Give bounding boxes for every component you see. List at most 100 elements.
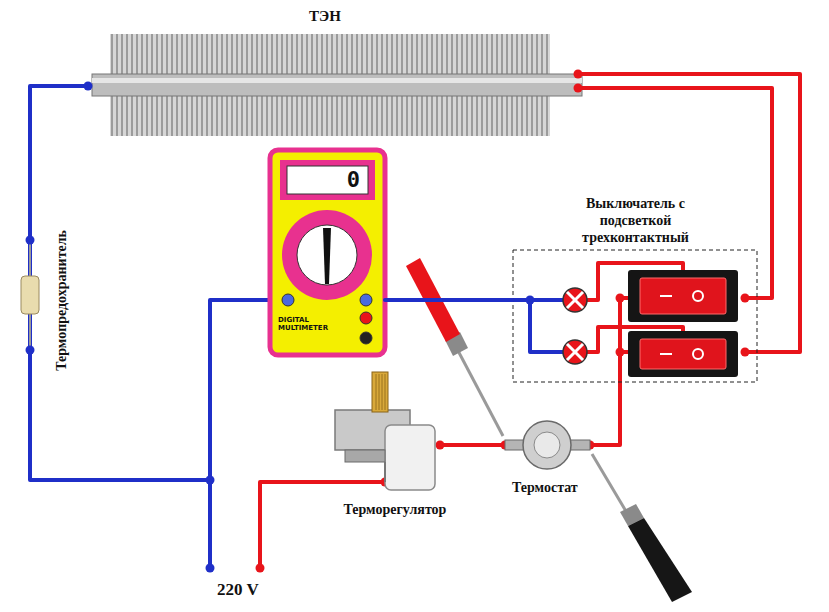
regulator-terminal [384,462,386,482]
heater-fin [386,96,388,136]
heater-fin [181,34,183,74]
multimeter: 0DIGITAL MULTIMETER [270,150,385,355]
heater-fin [336,34,338,74]
heater-fin [171,96,173,136]
heater-fin [216,34,218,74]
heater-fin [126,96,128,136]
heater-fin [151,96,153,136]
heater-fin [176,96,178,136]
phase-wire [260,482,385,568]
heater-fin [421,96,423,136]
heater-fin [421,34,423,74]
switch-on-mark [660,295,672,297]
regulator-knob [372,372,388,412]
heater-fin [166,96,168,136]
thermostat-cap [534,432,560,458]
part-label: Термопредохранитель [54,229,71,370]
heater-fin [226,96,228,136]
heater-fin [196,96,198,136]
display-screen [287,166,368,194]
junction-dot [84,82,93,91]
heater-fin [531,34,533,74]
lamp-symbol [563,288,587,312]
switch-group: Выключатель с подсветкой трехконтактный [513,188,757,382]
heater-fin [456,96,458,136]
heater-fin [396,34,398,74]
heater-fin [416,34,418,74]
heater-fin [431,34,433,74]
heater-fin [261,34,263,74]
heater-fin [516,96,518,136]
heater-fin [236,96,238,136]
heater-fin [271,34,273,74]
dial-pointer [323,228,331,284]
heater-fin [296,34,298,74]
junction-dot [526,296,535,305]
heater-fin [136,34,138,74]
heater-fin [316,34,318,74]
input-jack [360,332,372,344]
heater-fin [386,34,388,74]
heater-fin [176,34,178,74]
heater-fin [526,34,528,74]
heater-fin [276,34,278,74]
heater-fin [541,96,543,136]
part-label: Термостат [512,480,578,497]
heater-fin [186,96,188,136]
heater-fin [306,34,308,74]
heater-fin [201,34,203,74]
junction-dot [574,84,583,93]
heater-fin [446,34,448,74]
junction-dot [616,294,625,303]
group-heading: Выключатель с подсветкой трехконтактный [568,195,703,246]
heater-fin [411,96,413,136]
heater-fin [536,96,538,136]
black-probe-handle [628,518,692,602]
heater-fin [231,96,233,136]
heater-fin [236,34,238,74]
heater-fin [531,96,533,136]
heater-fin [401,96,403,136]
heater-fin [166,34,168,74]
junction-dot [741,294,750,303]
heater-fin [346,34,348,74]
heater-fin [376,34,378,74]
phase-wire [578,88,772,298]
heater-fin [406,96,408,136]
probe-tip [592,454,630,518]
junction-dot [26,346,35,355]
heater-fin [426,34,428,74]
lamp-cross [567,344,583,360]
heater-rod [92,74,582,96]
heater-fin [351,34,353,74]
heater-fin [471,34,473,74]
heater-fin [221,96,223,136]
heater-fin [496,96,498,136]
knob-groove [379,374,380,410]
heater-fin [366,96,368,136]
heater-fin [526,96,528,136]
heater-fin [461,96,463,136]
junction-dot [616,348,625,357]
heater-fin [436,96,438,136]
heater-fin [251,34,253,74]
dial-knob [297,225,357,285]
heater-fin [371,34,373,74]
heater-fin [206,96,208,136]
heater-fin [351,96,353,136]
heater-fin [316,96,318,136]
heater-fin [256,34,258,74]
heater-fin [266,34,268,74]
heater-fin [431,96,433,136]
heater-fin [211,96,213,136]
probe-tip [455,345,503,436]
heater-fin [181,96,183,136]
heater-fin [491,96,493,136]
heater-fin [296,96,298,136]
heater-fin [361,34,363,74]
heater-fin [366,34,368,74]
switch-rocker [640,278,726,314]
heater-fin [131,96,133,136]
heater-fin [441,34,443,74]
